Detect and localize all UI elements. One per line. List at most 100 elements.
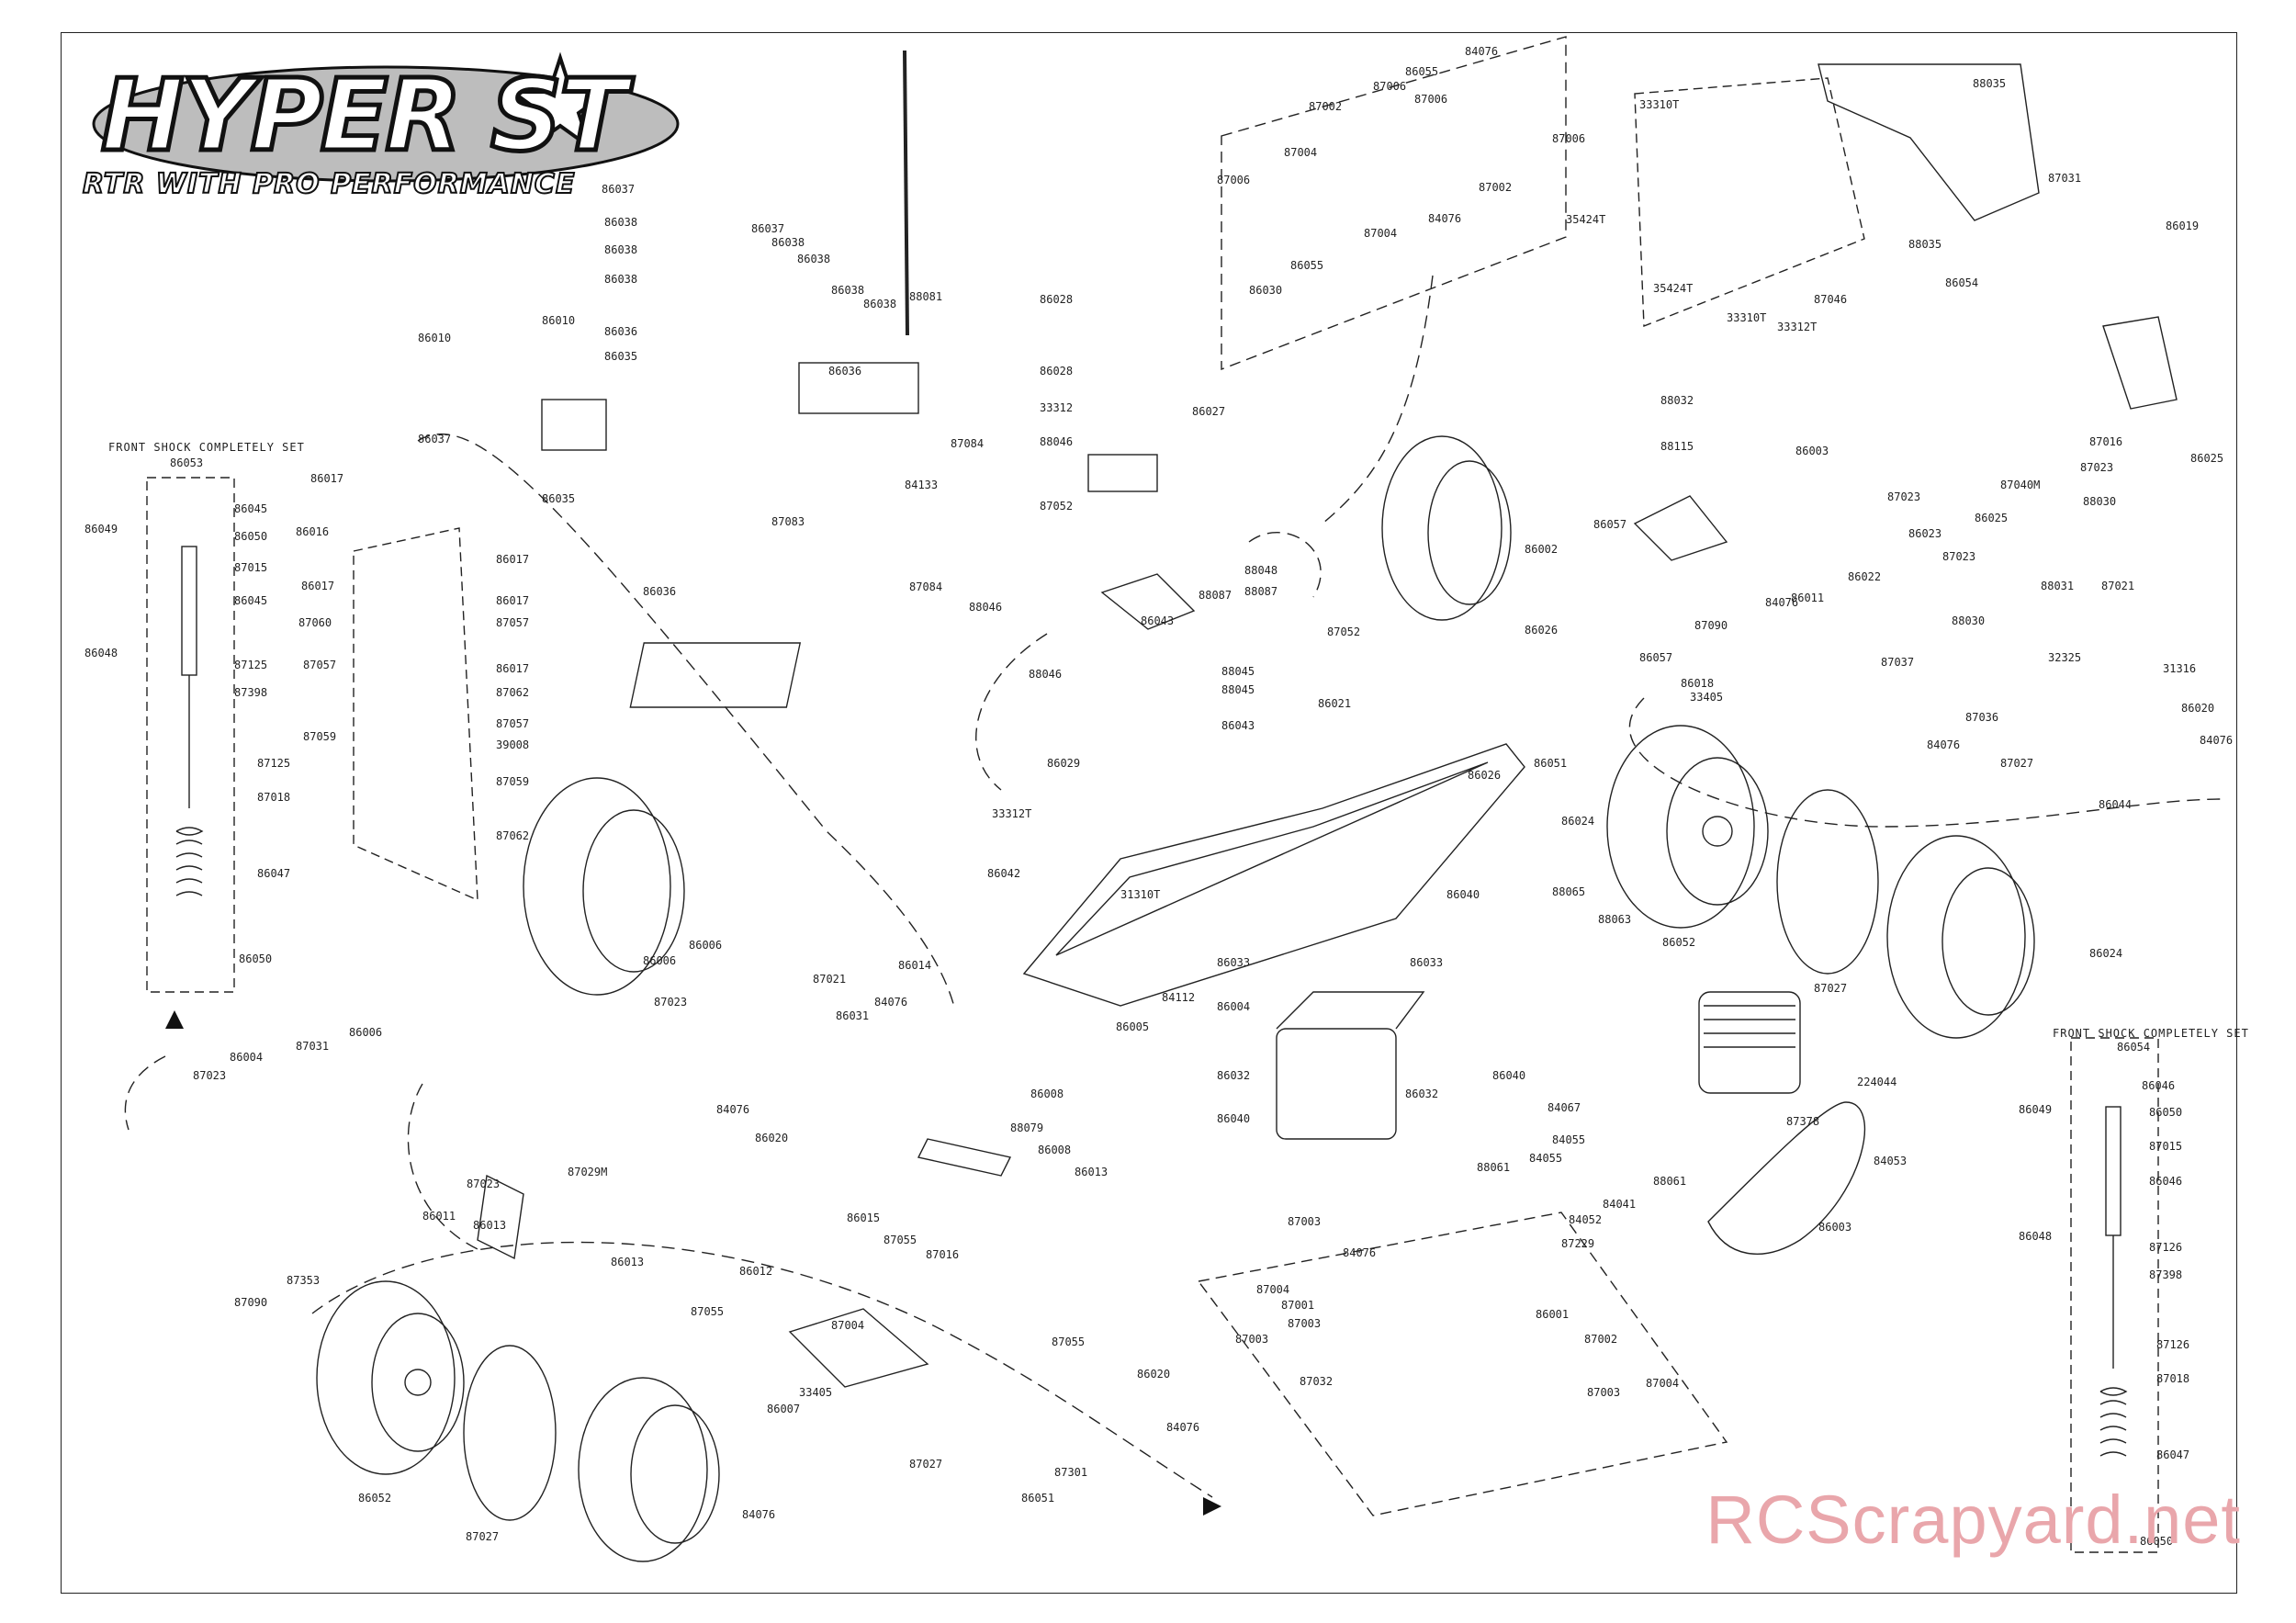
left-shock-part: 87018 [257,791,291,804]
part-callout: 86020 [1137,1368,1171,1381]
part-callout: 86033 [1217,956,1251,969]
part-callout: 86030 [1249,284,1283,297]
part-callout: 86012 [739,1265,773,1278]
part-callout: 86011 [1791,592,1825,604]
fuel-tank [1276,1028,1397,1140]
main-chassis [1022,743,1525,1007]
part-callout: 87027 [2000,757,2034,770]
part-callout: 86002 [1525,543,1559,556]
part-callout: 88115 [1660,440,1694,453]
part-callout: 88079 [1010,1121,1044,1134]
part-callout: 84076 [1343,1246,1377,1259]
part-callout: 87057 [496,717,530,730]
part-callout: 87002 [1479,181,1513,194]
right-shock-part: 87126 [2156,1338,2190,1351]
rear-wing [1818,63,2040,221]
part-callout: 86044 [2099,798,2133,811]
part-callout: 87021 [813,973,847,986]
part-callout: 86037 [602,183,636,196]
lower-arm-left [477,1174,524,1260]
part-callout: 33312 [1040,401,1074,414]
part-callout: 87055 [1052,1336,1086,1348]
arrow-icon [165,1010,184,1029]
part-callout: 88061 [1477,1161,1511,1174]
antenna-tube [903,50,909,336]
part-callout: 86051 [1021,1492,1055,1505]
part-callout: 86024 [2089,947,2123,960]
part-callout: 84076 [874,996,908,1009]
part-callout: 84041 [1603,1198,1637,1211]
part-callout: 87062 [496,686,530,699]
part-callout: 87037 [1881,656,1915,669]
left-shock-part: 86045 [234,502,268,515]
part-callout: 87023 [2080,461,2114,474]
servo-saver [1087,454,1158,492]
sheet-border [61,32,2237,1594]
part-callout: 86006 [643,954,677,967]
part-callout: 84076 [1765,596,1799,609]
part-callout: 84076 [716,1103,750,1116]
part-callout: 88048 [1244,564,1278,577]
part-callout: 84052 [1569,1213,1603,1226]
part-callout: 87004 [1364,227,1398,240]
right-shock-set-title: FRONT SHOCK COMPLETELY SET [2053,1027,2249,1040]
right-shock-part: 87018 [2156,1372,2190,1385]
part-callout: 84076 [2200,734,2234,747]
part-callout: 86037 [418,433,452,445]
part-callout: 87229 [1561,1237,1595,1250]
tire-top-right [1381,435,1512,621]
part-callout: 87016 [2089,435,2123,448]
part-callout: 86027 [1192,405,1226,418]
part-callout: 87301 [1054,1466,1088,1479]
watermark: RCScrapyard.net [1705,1482,2241,1558]
wing-mount-box [1634,77,1865,328]
part-callout: 87059 [496,775,530,788]
part-callout: 87006 [1414,93,1448,106]
left-shock-box [146,477,235,993]
part-callout: 87006 [1373,80,1407,93]
part-callout: 86038 [604,216,638,229]
part-callout: 87006 [1552,132,1586,145]
part-callout: 87031 [296,1040,330,1053]
part-callout: 87060 [298,616,332,629]
part-callout: 88087 [1244,585,1278,598]
part-callout: 87002 [1309,100,1343,113]
servo [541,399,607,451]
part-callout: 86025 [1975,512,2009,524]
part-callout: 87046 [1814,293,1848,306]
part-callout: 86022 [1848,570,1882,583]
part-callout: 86017 [496,662,530,675]
part-callout: 87004 [831,1319,865,1332]
part-callout: 88030 [2083,495,2117,508]
part-callout: 87023 [654,996,688,1009]
part-callout: 84076 [1166,1421,1200,1434]
part-callout: 86004 [1217,1000,1251,1013]
part-callout: 86019 [2166,220,2200,232]
part-callout: 87004 [1646,1377,1680,1390]
part-callout: 86033 [1410,956,1444,969]
part-callout: 86013 [1075,1166,1109,1178]
part-callout: 87003 [1288,1317,1322,1330]
part-callout: 86008 [1030,1088,1064,1100]
part-callout: 86043 [1141,614,1175,627]
left-shock-part: 87398 [234,686,268,699]
wing-mount [2102,316,2178,410]
right-shock-part: 86046 [2142,1079,2176,1092]
part-callout: 87059 [303,730,337,743]
part-callout: 86017 [496,594,530,607]
part-callout: 86035 [542,492,576,505]
part-callout: 87016 [926,1248,960,1261]
part-callout: 87023 [467,1178,501,1190]
part-callout: 86020 [2181,702,2215,715]
part-callout: 84133 [905,479,939,491]
part-callout: 88045 [1221,665,1255,678]
part-callout: 88045 [1221,683,1255,696]
part-callout: 86038 [863,298,897,310]
part-callout: 86016 [296,525,330,538]
part-callout: 86036 [643,585,677,598]
part-callout: 87023 [193,1069,227,1082]
part-callout: 87031 [2048,172,2082,185]
part-callout: 86010 [418,332,452,344]
